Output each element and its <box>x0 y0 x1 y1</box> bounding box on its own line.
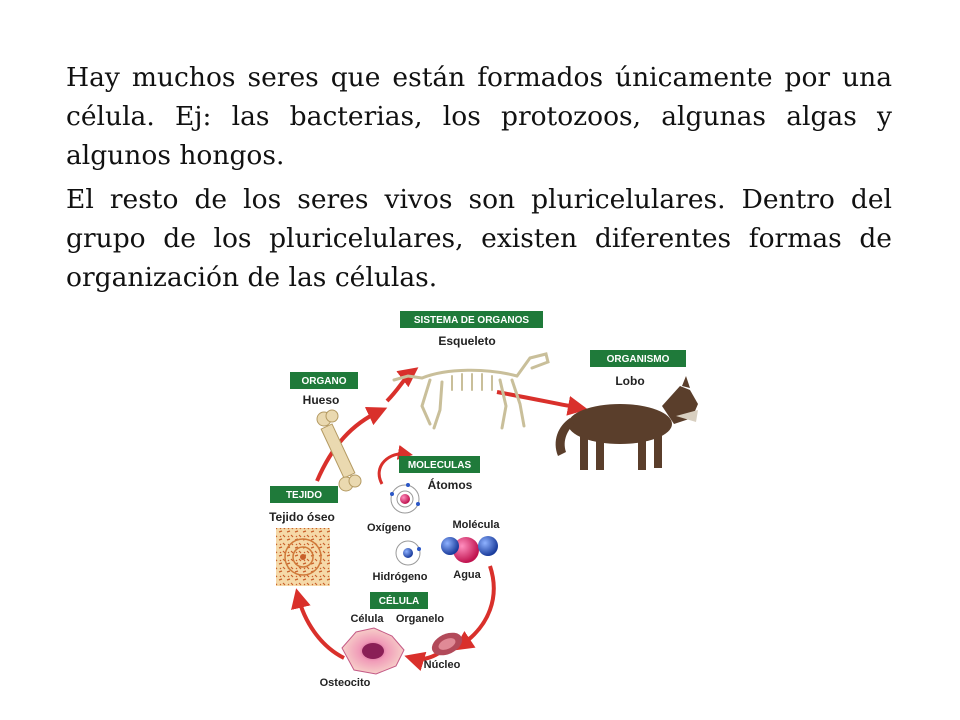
osteocyte-icon <box>341 627 405 675</box>
tejido-caption: Tejido óseo <box>269 510 335 524</box>
arrow-moleculas-to-celula <box>453 565 496 651</box>
wolf-icon <box>555 376 698 470</box>
organization-levels-diagram: SISTEMA DE ORGANOS Esqueleto ORGANISMO L… <box>269 311 698 689</box>
label-molecula: Molécula <box>452 519 500 531</box>
moleculas-badge <box>399 456 480 473</box>
bone-tissue-icon <box>276 528 330 586</box>
water-molecule-icon <box>441 536 498 563</box>
skeleton-icon <box>392 352 550 430</box>
organo-caption: Hueso <box>303 393 340 407</box>
tejido-badge <box>270 486 338 503</box>
organismo-badge <box>590 350 686 367</box>
intro-paragraph-multicellular: El resto de los seres vivos son pluricel… <box>66 184 892 293</box>
label-oxigeno: Oxígeno <box>367 522 411 534</box>
label-hidrogeno: Hidrógeno <box>373 571 428 583</box>
sistema-badge-label: SISTEMA DE ORGANOS <box>414 315 530 326</box>
hydrogen-atom-icon <box>395 540 421 566</box>
tejido-badge-label: TEJIDO <box>286 490 322 501</box>
label-organelo: Organelo <box>396 613 445 625</box>
label-osteocito: Osteocito <box>320 677 371 689</box>
moleculas-badge-label: MOLECULAS <box>408 460 472 471</box>
organismo-badge-label: ORGANISMO <box>607 354 670 365</box>
celula-badge-label: CÉLULA <box>379 594 420 607</box>
arrow-organo-to-moleculas <box>377 445 413 485</box>
arrow-organo-to-sistema <box>385 367 419 403</box>
sistema-badge <box>400 311 543 328</box>
label-nucleo: Núcleo <box>424 659 461 671</box>
celula-badge <box>370 592 428 609</box>
arrow-sistema-to-organismo <box>496 390 588 416</box>
organo-badge-label: ORGANO <box>302 376 347 387</box>
label-celula: Célula <box>350 613 384 625</box>
oxygen-atom-icon <box>390 483 420 514</box>
arrow-tejido-to-organo <box>315 406 388 482</box>
intro-paragraph-unicellular: Hay muchos seres que están formados únic… <box>66 62 892 171</box>
sistema-caption: Esqueleto <box>438 334 495 348</box>
arrow-celula-to-tejido <box>291 588 345 660</box>
organelle-icon <box>431 632 463 656</box>
label-agua: Agua <box>453 569 481 581</box>
bone-icon <box>316 409 362 492</box>
organismo-caption: Lobo <box>615 374 644 388</box>
organo-badge <box>290 372 358 389</box>
moleculas-caption: Átomos <box>428 477 473 492</box>
